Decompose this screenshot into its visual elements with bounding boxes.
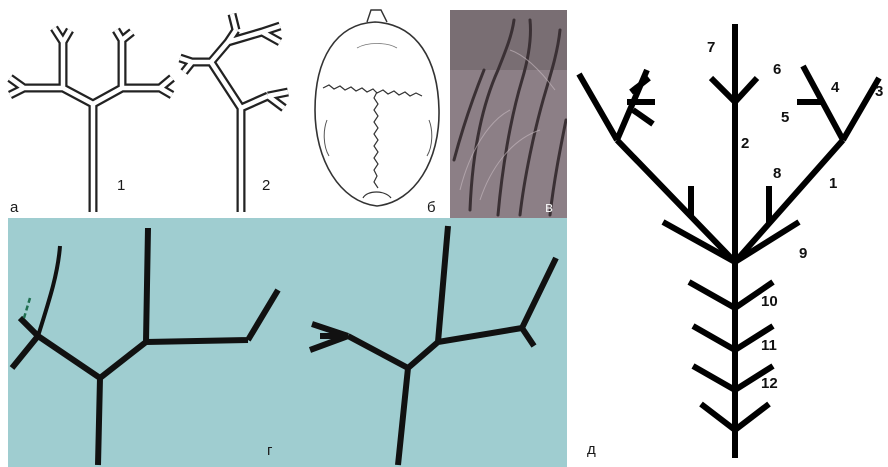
photo-grooves	[450, 10, 567, 218]
panel-d: 1 2 3 4 5 6 7 8 9 10 11 12 д	[567, 0, 888, 467]
panel-a-drawing	[0, 0, 305, 218]
panel-v: в	[450, 10, 567, 218]
branch-number-5: 5	[781, 110, 789, 125]
panel-g-drawing	[8, 218, 567, 467]
panel-g: г	[8, 218, 567, 467]
branch-number-3: 3	[875, 84, 883, 99]
variant-2-label: 2	[262, 178, 270, 193]
panel-v-label: в	[545, 200, 553, 215]
branch-number-12: 12	[761, 376, 778, 391]
branch-number-11: 11	[761, 338, 777, 353]
panel-d-label: д	[587, 442, 596, 457]
skull-drawing	[305, 0, 450, 218]
panel-a-label: а	[10, 200, 18, 215]
variant-1-label: 1	[117, 178, 125, 193]
branch-number-6: 6	[773, 62, 781, 77]
panel-a: а 1 2	[0, 0, 305, 218]
branch-number-9: 9	[799, 246, 807, 261]
panel-b: б	[305, 0, 450, 218]
branch-number-7: 7	[707, 40, 715, 55]
branch-number-8: 8	[773, 166, 781, 181]
branch-number-4: 4	[831, 80, 839, 95]
branch-number-1: 1	[829, 176, 837, 191]
branch-number-2: 2	[741, 136, 749, 151]
panel-g-label: г	[267, 443, 272, 458]
panel-b-label: б	[427, 200, 436, 215]
branch-number-10: 10	[761, 294, 778, 309]
panel-d-drawing	[567, 0, 888, 467]
